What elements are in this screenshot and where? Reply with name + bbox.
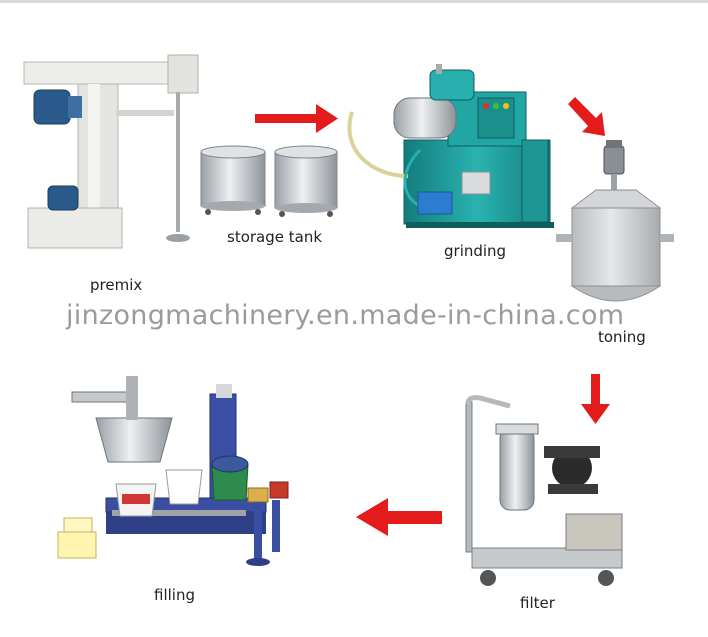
top-border <box>0 0 708 3</box>
arrow-grinding-to-toning <box>568 97 605 136</box>
toning-tank <box>556 140 674 302</box>
label-premix: premix <box>90 276 143 294</box>
site-watermark: jinzongmachinery.en.made-in-china.com <box>66 300 625 331</box>
label-toning: toning <box>598 328 646 346</box>
arrow-premix-to-grinding <box>255 104 338 133</box>
grinding-machine <box>347 64 554 228</box>
storage-tanks <box>200 145 338 217</box>
premix-machine <box>23 54 199 249</box>
filling-machine <box>57 376 289 566</box>
label-grinding: grinding <box>444 242 507 260</box>
label-storage-tank: storage tank <box>227 228 323 246</box>
filter-machine <box>465 395 623 586</box>
arrow-filter-to-filling <box>356 498 442 536</box>
label-filter: filter <box>520 594 555 612</box>
label-filling: filling <box>154 586 195 604</box>
arrow-toning-to-filter <box>581 374 610 424</box>
